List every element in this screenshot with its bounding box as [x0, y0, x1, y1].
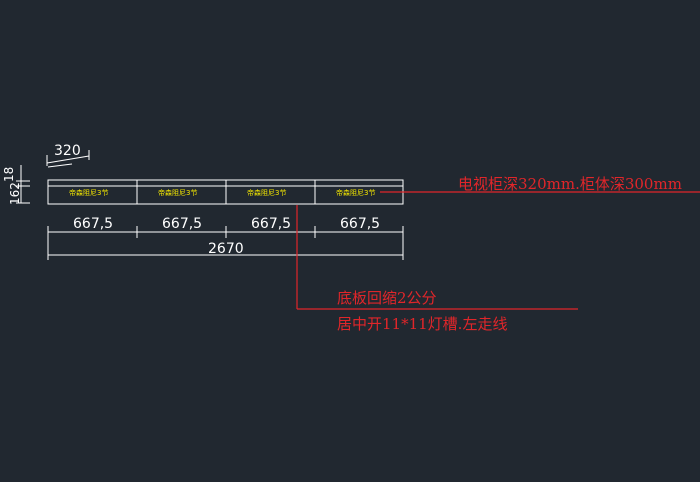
- depth-dimension-line: [46, 155, 90, 164]
- overall-dimension-text: 2670: [208, 241, 244, 257]
- drawer-label-1: 帝森阻尼3节: [69, 188, 108, 197]
- section-dimension-text-2: 667,5: [162, 216, 202, 232]
- drawer-label-4: 帝森阻尼3节: [336, 188, 375, 197]
- drawer-label-2: 帝森阻尼3节: [158, 188, 197, 197]
- section-dimension-text-1: 667,5: [73, 216, 113, 232]
- base-note-line1-text: 底板回缩2公分: [337, 289, 437, 307]
- depth-note-text: 电视柜深320mm.柜体深300mm: [458, 175, 682, 193]
- base-note-line2-text: 居中开11*11灯槽.左走线: [337, 315, 507, 333]
- height-dimension: [16, 165, 30, 204]
- section-dimension-text-3: 667,5: [251, 216, 291, 232]
- annotation-leaders: [296, 191, 700, 310]
- drawer-label-3: 帝森阻尼3节: [247, 188, 286, 197]
- overall-dimension: [47, 238, 404, 260]
- depth-dimension-leader: [47, 163, 73, 168]
- section-dimension-text-4: 667,5: [340, 216, 380, 232]
- depth-dimension-text: 320: [54, 143, 81, 159]
- height-dimension-text-18: 18: [2, 167, 16, 182]
- depth-dimension: [46, 150, 90, 168]
- section-dimensions: [47, 226, 404, 238]
- height-dimension-text-162: 162: [8, 182, 22, 205]
